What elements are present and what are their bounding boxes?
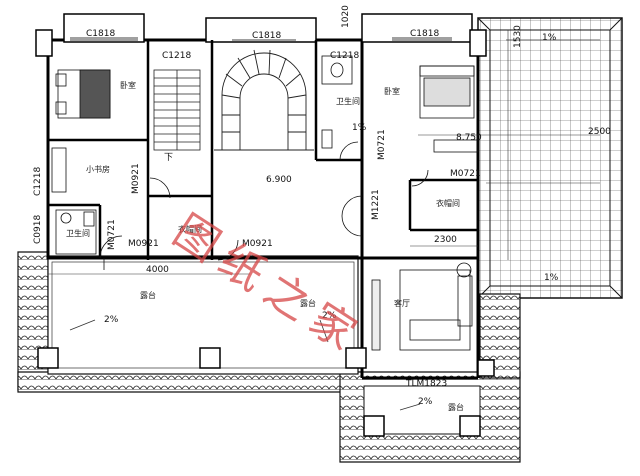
dimension-label: 2300 (434, 235, 457, 245)
room-label-closet: 衣帽间 (436, 199, 460, 208)
dimension-label: 8.750 (456, 133, 482, 143)
room-label-bedroom: 卧室 (120, 81, 136, 90)
window-label-c1218: C1218 (162, 51, 192, 61)
slope-label: 1% (544, 273, 559, 283)
window-label-c0918: C0918 (33, 214, 43, 244)
room-label-closet: 衣帽间 (178, 225, 202, 234)
slope-label: 2% (104, 315, 119, 325)
roof-right (477, 17, 623, 299)
dimension-label: 2500 (588, 127, 611, 137)
window-label-c1818: C1818 (410, 29, 440, 39)
dimension-label: 1530 (513, 25, 523, 48)
room-label-terrace: 露台 (448, 403, 464, 412)
door-label-m0721: M0721 (450, 169, 481, 179)
room-label-study: 小书房 (86, 165, 110, 174)
door-label-m0921: M0921 (242, 239, 273, 249)
window-label-c1818: C1818 (252, 31, 282, 41)
room-label-terrace: 露台 (140, 291, 156, 300)
roof-left (17, 251, 49, 391)
elevation-label: 6.900 (266, 175, 292, 185)
door-label-m1221: M1221 (371, 189, 381, 220)
room-label-bedroom: 卧室 (384, 87, 400, 96)
dimension-label: 1020 (341, 5, 351, 28)
window-label-c1818: C1818 (86, 29, 116, 39)
window-label-c1218: C1218 (330, 51, 360, 61)
window-label-c1218: C1218 (33, 166, 43, 196)
slope-label: 1% (542, 33, 557, 43)
window-label-tlm1823: TLM1823 (406, 379, 448, 389)
room-label-bath: 卫生间 (66, 229, 90, 238)
slope-label: 2% (418, 397, 433, 407)
spiral-stair (214, 49, 314, 151)
dimension-label: 4000 (146, 265, 169, 275)
door-label-m0721: M0721 (377, 129, 387, 160)
stair-down-label: 下 (164, 153, 174, 163)
door-label-m0721: M0721 (107, 219, 117, 250)
door-label-m0921: M0921 (131, 163, 141, 194)
room-label-terrace: 露台 (300, 299, 316, 308)
room-label-bath: 卫生间 (336, 97, 360, 106)
slope-label: 1% (352, 123, 367, 133)
roof-right-lower (479, 293, 521, 379)
roof-bottom-left (17, 371, 361, 393)
room-label-living: 客厅 (394, 299, 410, 308)
door-label-m0921: M0921 (128, 239, 159, 249)
slope-label: 2% (322, 311, 337, 321)
